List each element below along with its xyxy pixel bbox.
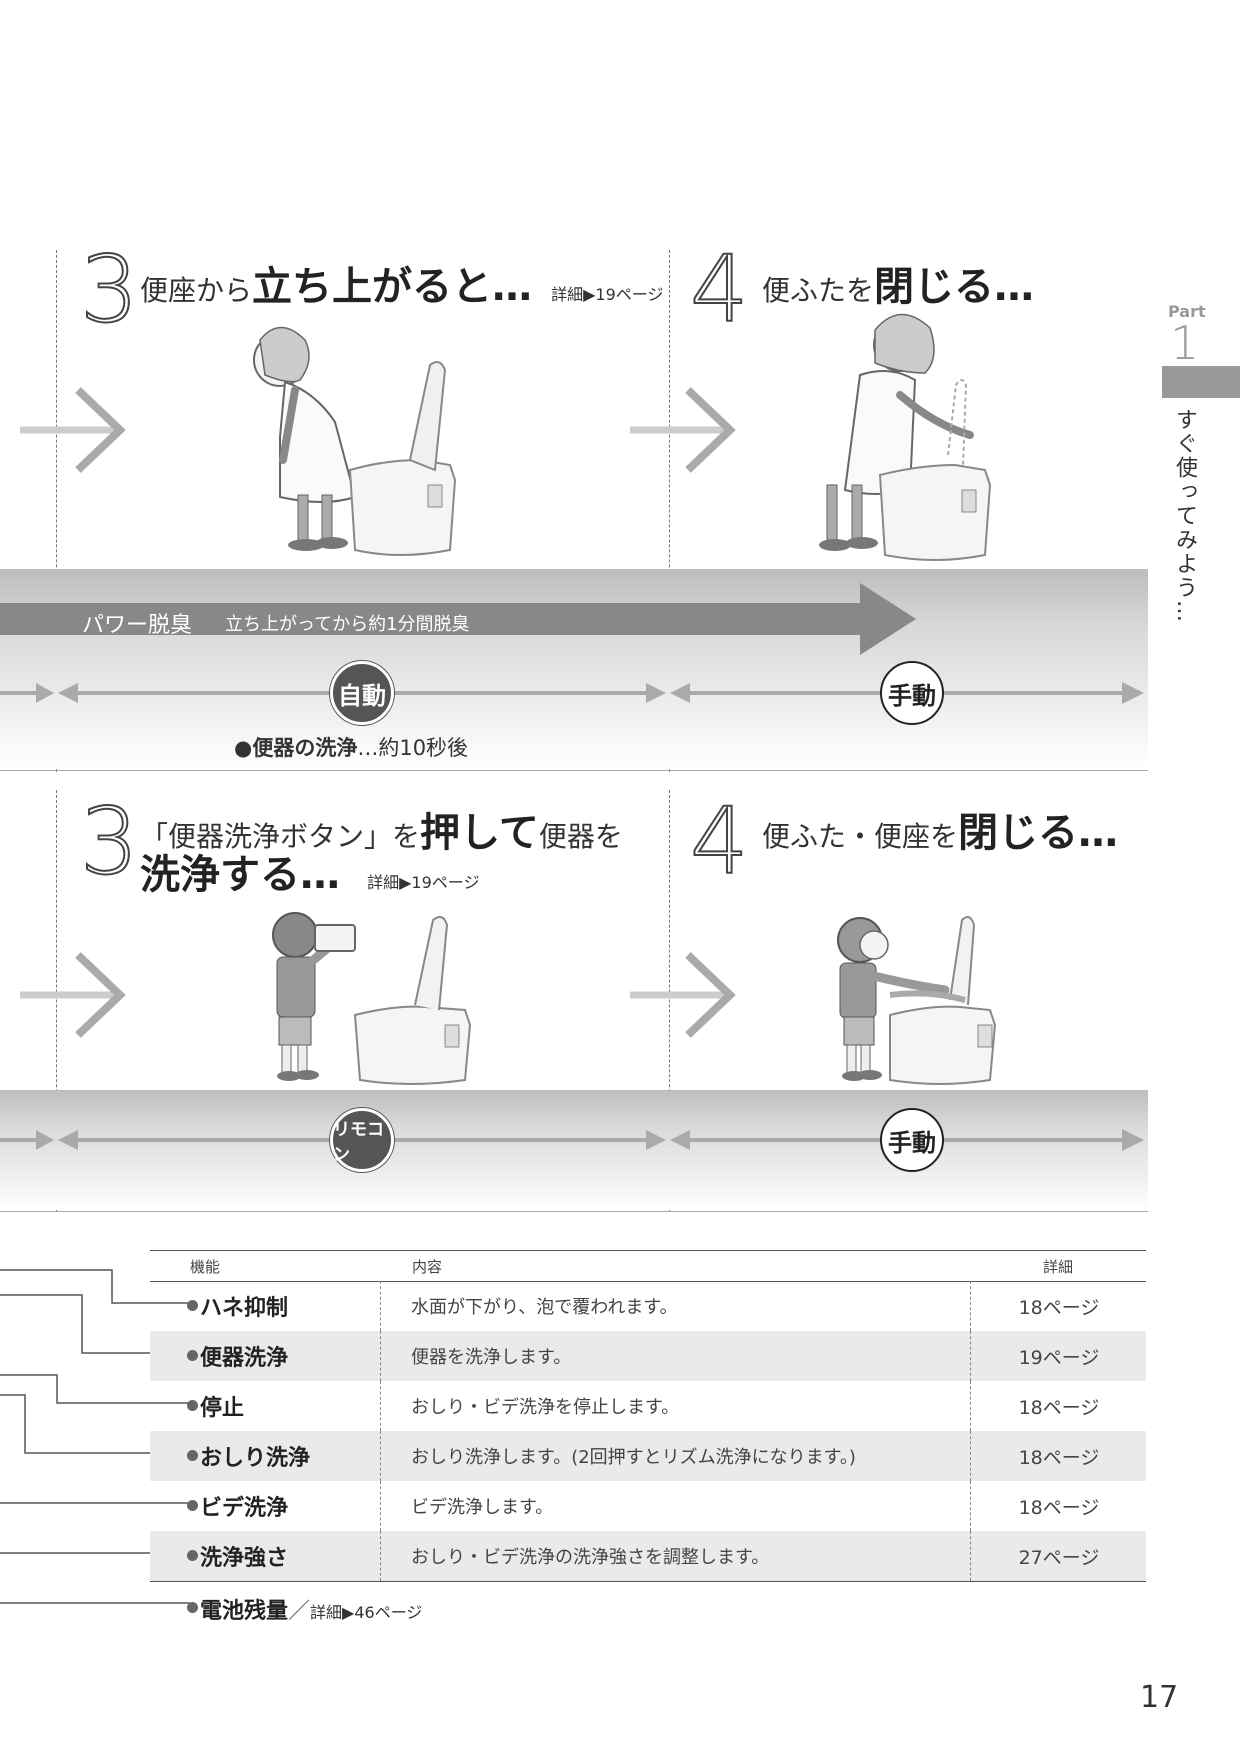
manual-badge: 手動 bbox=[880, 661, 944, 725]
deodorize-description: 立ち上がってから約1分間脱臭 bbox=[225, 614, 470, 635]
part-number: 1 bbox=[1170, 316, 1200, 370]
function-description: おしり洗浄します。(2回押すとリズム洗浄になります。) bbox=[380, 1431, 970, 1481]
divider-mid-2 bbox=[669, 790, 670, 1212]
step-3-detail-link[interactable]: 詳細▶19ページ bbox=[551, 285, 664, 304]
band-1-bottom-line bbox=[0, 770, 1148, 771]
woman-closing-lid-illustration bbox=[819, 313, 992, 561]
page-number: 17 bbox=[1140, 1680, 1179, 1715]
step-3b-heading: 「便器洗浄ボタン」を押して便器を bbox=[140, 800, 623, 858]
connector-dot bbox=[187, 1602, 198, 1613]
step-3-heading-bold: 立ち上がると… bbox=[252, 264, 533, 310]
step-4-number: 4 bbox=[689, 236, 750, 343]
connector-dot bbox=[187, 1350, 198, 1361]
function-name: 停止 bbox=[200, 1396, 245, 1421]
step-3b-detail-link[interactable]: 詳細▶19ページ bbox=[367, 873, 480, 892]
flush-note: ●便器の洗浄…約10秒後 bbox=[234, 732, 468, 762]
function-name: 便器洗浄 bbox=[200, 1346, 289, 1371]
header-detail: 詳細 bbox=[1042, 1257, 1073, 1276]
step-3b-number: 3 bbox=[79, 788, 140, 895]
header-function: 機能 bbox=[190, 1257, 221, 1276]
table-header: 機能 内容 詳細 bbox=[150, 1250, 1146, 1282]
step-4b-heading: 便ふた・便座を閉じる… bbox=[762, 800, 1118, 858]
process-band-2 bbox=[0, 1090, 1148, 1210]
battery-row: 電池残量／詳細▶46ページ bbox=[150, 1583, 750, 1633]
function-description: おしり・ビデ洗浄を停止します。 bbox=[380, 1381, 970, 1431]
function-description: おしり・ビデ洗浄の洗浄強さを調整します。 bbox=[380, 1531, 970, 1581]
flow-arrow-icon bbox=[20, 387, 126, 473]
function-page[interactable]: 27ページ bbox=[970, 1531, 1147, 1581]
function-description: 便器を洗浄します。 bbox=[380, 1331, 970, 1381]
chapter-vertical-title: すぐ使ってみよう… bbox=[1172, 408, 1197, 624]
timeline-arrows-1 bbox=[0, 682, 1144, 704]
table-row: おしり洗浄 おしり洗浄します。(2回押すとリズム洗浄になります。) 18ページ bbox=[150, 1431, 1146, 1481]
auto-badge: 自動 bbox=[330, 661, 394, 725]
deodorize-label: パワー脱臭 bbox=[82, 613, 193, 638]
remote-badge: リモコン bbox=[330, 1108, 394, 1172]
function-name: ビデ洗浄 bbox=[200, 1496, 289, 1521]
connector-dot bbox=[187, 1400, 198, 1411]
step-3-heading-pre: 便座から bbox=[140, 274, 253, 307]
header-content: 内容 bbox=[412, 1257, 443, 1276]
flow-arrow-icon bbox=[630, 952, 736, 1038]
step-3b-heading-bold: 押して bbox=[420, 810, 539, 856]
step-3-number: 3 bbox=[79, 236, 140, 343]
manual-badge: 手動 bbox=[880, 1108, 944, 1172]
table-row: ハネ抑制 水面が下がり、泡で覆われます。 18ページ bbox=[150, 1281, 1146, 1331]
deodorize-timeline-arrow bbox=[0, 583, 916, 655]
connector-dot bbox=[187, 1550, 198, 1561]
flow-arrow-icon bbox=[20, 952, 126, 1038]
part-label: Part bbox=[1168, 302, 1206, 321]
table-row: 洗浄強さ おしり・ビデ洗浄の洗浄強さを調整します。 27ページ bbox=[150, 1531, 1146, 1582]
function-page[interactable]: 18ページ bbox=[970, 1381, 1147, 1431]
step-3b-heading-pre: 「便器洗浄ボタン」を bbox=[140, 820, 421, 853]
function-name: 洗浄強さ bbox=[200, 1546, 289, 1571]
battery-label-group: 電池残量／詳細▶46ページ bbox=[200, 1593, 422, 1625]
flush-note-label: ●便器の洗浄 bbox=[234, 736, 358, 760]
table-row: 便器洗浄 便器を洗浄します。 19ページ bbox=[150, 1331, 1146, 1381]
function-page[interactable]: 18ページ bbox=[970, 1281, 1147, 1331]
timeline-arrows-2 bbox=[0, 1129, 1144, 1151]
connector-dot bbox=[187, 1450, 198, 1461]
function-page[interactable]: 19ページ bbox=[970, 1331, 1147, 1381]
step-4b-heading-pre: 便ふた・便座を bbox=[762, 820, 959, 853]
divider-left-2 bbox=[56, 790, 57, 1212]
step-4-heading-bold: 閉じる… bbox=[874, 264, 1035, 310]
divider-left-1 bbox=[56, 250, 57, 772]
function-page[interactable]: 18ページ bbox=[970, 1431, 1147, 1481]
battery-label: 電池残量 bbox=[200, 1599, 289, 1624]
step-3-heading: 便座から立ち上がると… 詳細▶19ページ bbox=[140, 254, 663, 312]
function-page[interactable]: 18ページ bbox=[970, 1481, 1147, 1531]
step-4-heading: 便ふたを閉じる… bbox=[762, 254, 1034, 312]
woman-standing-up-illustration bbox=[253, 326, 457, 556]
battery-detail-link[interactable]: 詳細▶46ページ bbox=[310, 1603, 423, 1622]
table-row: 停止 おしり・ビデ洗浄を停止します。 18ページ bbox=[150, 1381, 1146, 1431]
step-4-heading-pre: 便ふたを bbox=[762, 274, 875, 307]
function-name: ハネ抑制 bbox=[200, 1296, 289, 1321]
function-name: おしり洗浄 bbox=[200, 1446, 311, 1471]
boy-pressing-remote-illustration bbox=[272, 912, 472, 1085]
step-4b-number: 4 bbox=[689, 788, 750, 895]
step-3b-heading-line2: 洗浄する… 詳細▶19ページ bbox=[140, 842, 479, 900]
flow-arrow-icon bbox=[630, 387, 736, 473]
band-2-bottom-line bbox=[0, 1211, 1148, 1212]
function-table: 機能 内容 詳細 ハネ抑制 水面が下がり、泡で覆われます。 18ページ 便器洗浄… bbox=[150, 1250, 1146, 1582]
step-3b-heading-post: 便器を bbox=[538, 820, 623, 853]
battery-separator: ／ bbox=[288, 1599, 311, 1624]
part-tab bbox=[1162, 366, 1240, 398]
step-3b-heading-line2-bold: 洗浄する… bbox=[140, 852, 340, 898]
function-description: 水面が下がり、泡で覆われます。 bbox=[380, 1281, 970, 1331]
boy-closing-lid-illustration bbox=[837, 915, 997, 1085]
divider-mid-1 bbox=[669, 250, 670, 772]
flush-note-time: …約10秒後 bbox=[357, 736, 469, 760]
step-4b-heading-bold: 閉じる… bbox=[958, 810, 1119, 856]
table-row: ビデ洗浄 ビデ洗浄します。 18ページ bbox=[150, 1481, 1146, 1531]
process-band-1 bbox=[0, 569, 1148, 769]
connector-dot bbox=[187, 1500, 198, 1511]
connector-dot bbox=[187, 1300, 198, 1311]
function-description: ビデ洗浄します。 bbox=[380, 1481, 970, 1531]
